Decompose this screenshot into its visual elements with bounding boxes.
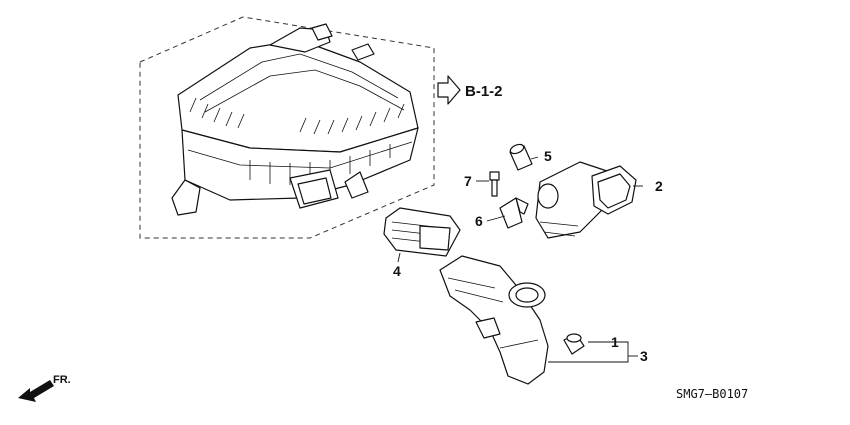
callout-6[interactable]: 6: [475, 213, 483, 229]
reference-arrow[interactable]: B-1-2: [437, 75, 503, 105]
front-direction-indicator: FR.: [18, 374, 71, 402]
air-cleaner-housing: [171, 23, 419, 216]
callout-1[interactable]: 1: [611, 334, 619, 350]
callout-2[interactable]: 2: [655, 178, 663, 194]
callout-7[interactable]: 7: [464, 173, 472, 189]
intake-hose: [439, 255, 549, 385]
hollow-arrow-icon: [437, 75, 461, 105]
leader-lines: [397, 156, 643, 363]
bolt: [489, 171, 500, 197]
callout-5[interactable]: 5: [544, 148, 552, 164]
small-hose: [509, 143, 533, 171]
callout-3[interactable]: 3: [640, 348, 648, 364]
air-inlet-duct: [535, 161, 637, 239]
callout-4[interactable]: 4: [393, 263, 401, 279]
grommet: [563, 333, 585, 355]
front-arrow-icon: [18, 380, 54, 402]
bracket-clip: [499, 197, 529, 229]
air-cleaner-assembly-boundary: [139, 16, 435, 239]
diagram-code: SMG7—B0107: [676, 387, 748, 401]
reference-arrow-label: B-1-2: [465, 83, 503, 100]
intake-boot: [383, 207, 461, 257]
front-label: FR.: [53, 374, 71, 386]
